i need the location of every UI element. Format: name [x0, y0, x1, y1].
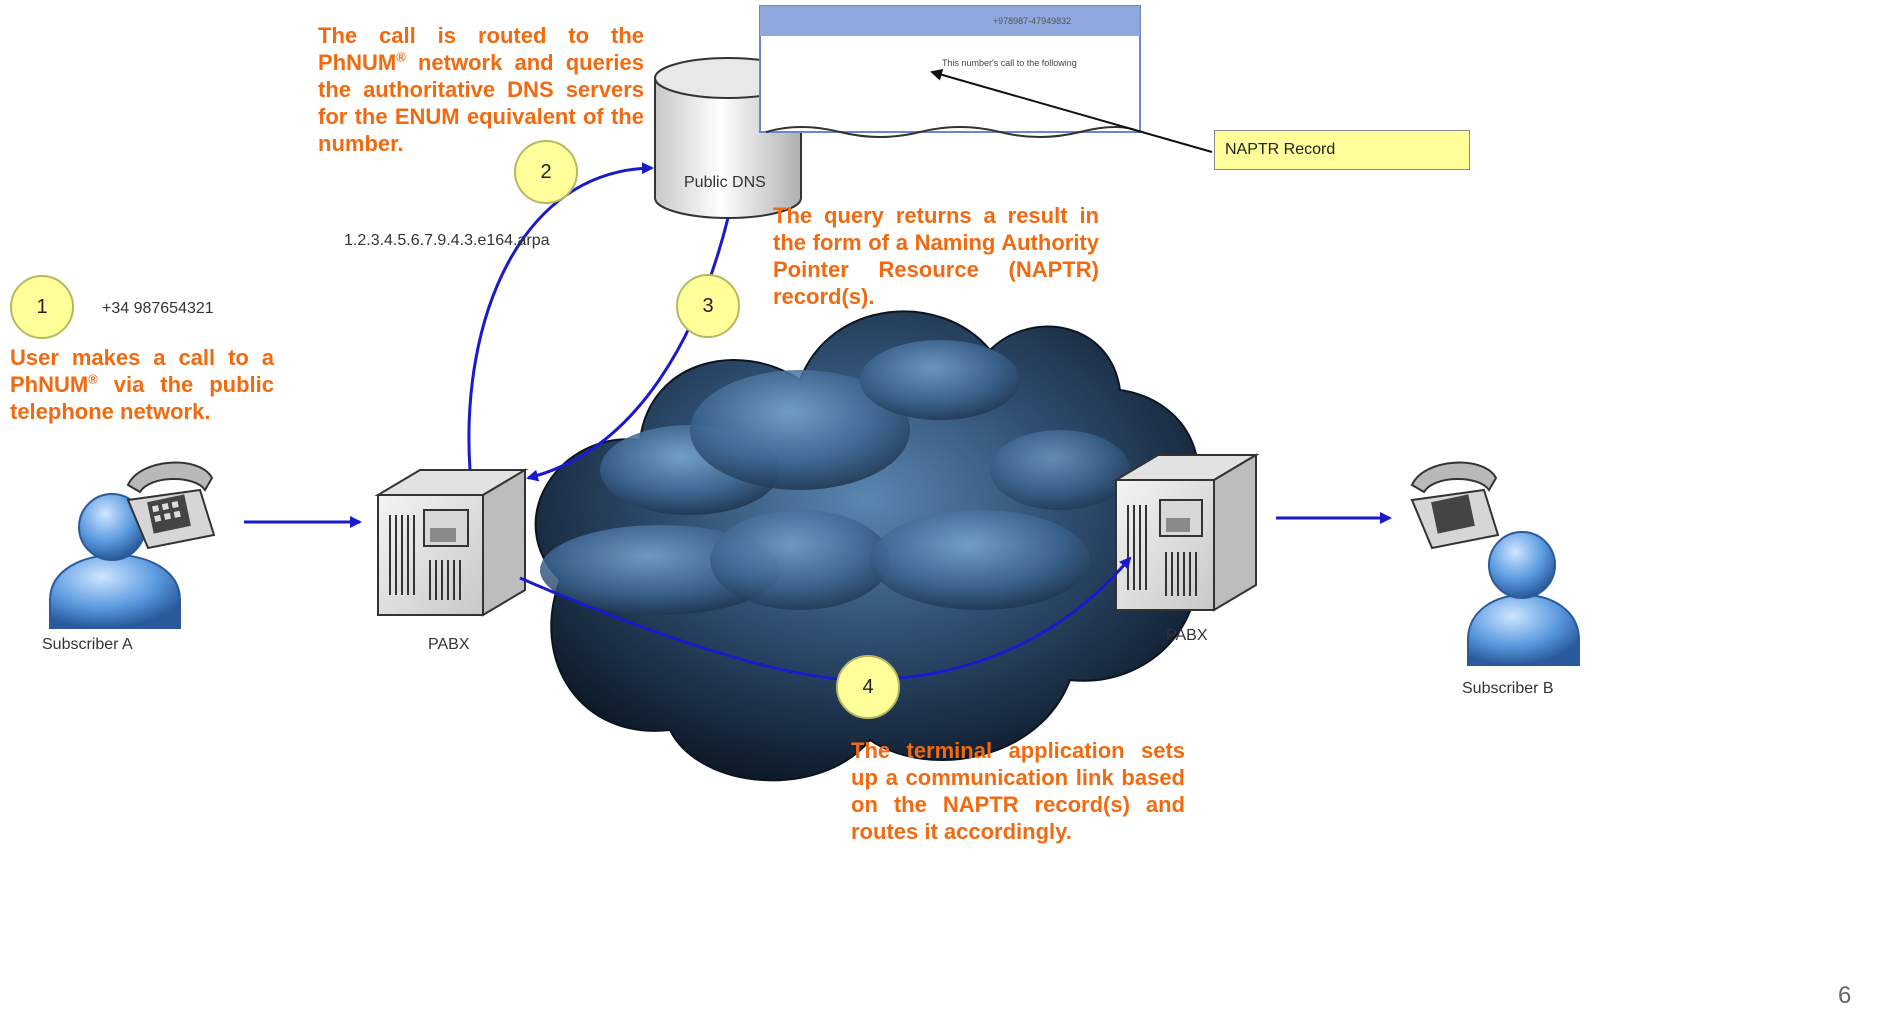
step-3-badge: 3 [676, 274, 740, 338]
arrow-pabx-to-dns [467, 162, 654, 471]
public-dns-label: Public DNS [684, 174, 766, 191]
arrow-naptr-callout [930, 68, 1213, 153]
subscriber-a-label: Subscriber A [42, 636, 133, 653]
enum-query-label: 1.2.3.4.5.6.7.9.4.3.e164.arpa [344, 232, 550, 249]
step-1-description: User makes a call to a PhNUM® via the pu… [10, 345, 274, 424]
subscriber-b-label: Subscriber B [1462, 680, 1554, 697]
pabx-left-server-icon [374, 468, 529, 617]
phone-number-label: +34 987654321 [102, 300, 214, 317]
step-2-badge: 2 [514, 140, 578, 204]
subscriber-b-icon [1467, 531, 1580, 666]
step-4-badge: 4 [836, 655, 900, 719]
naptr-record-callout: NAPTR Record [1214, 130, 1470, 170]
arrow-dns-to-pabx [526, 217, 730, 482]
pabx-right-server-icon [1112, 453, 1260, 612]
record-window-heading: This number's call to the following [942, 58, 1077, 68]
subscriber-a-icon [49, 493, 181, 629]
step-3-description: The query returns a result in the form o… [773, 203, 1099, 309]
network-cloud [534, 310, 1199, 782]
record-window-title: +978987-47949832 [992, 16, 1072, 26]
pabx-left-label: PABX [428, 636, 470, 653]
naptr-record-window [759, 5, 1141, 138]
step-1-badge: 1 [10, 275, 74, 339]
step-2-description: The call is routed to the PhNUM® network… [318, 23, 644, 156]
record-window-body: This number's call to the following [942, 58, 1120, 68]
telephone-icon [126, 461, 216, 550]
telephone-icon-b [1410, 461, 1500, 550]
page-number: 6 [1838, 982, 1852, 1009]
step-4-description: The terminal application sets up a commu… [851, 738, 1185, 844]
pabx-right-label: PABX [1166, 627, 1208, 644]
